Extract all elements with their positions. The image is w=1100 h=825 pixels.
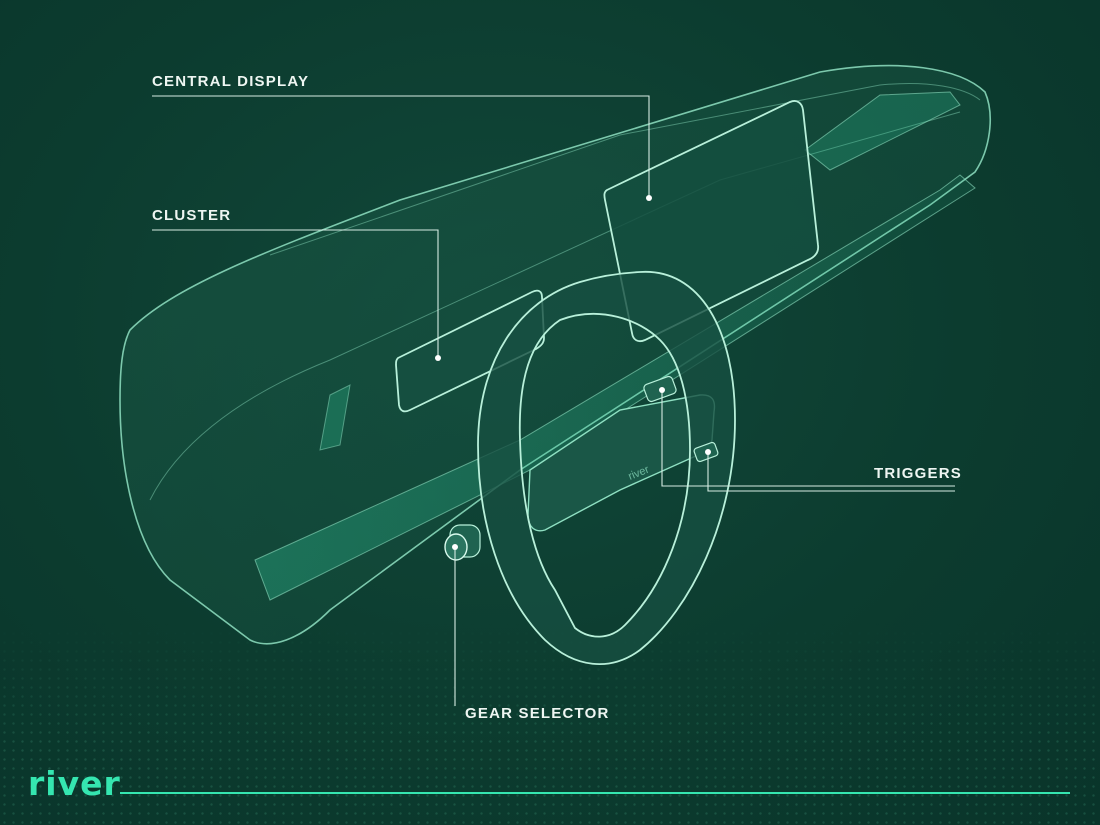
left-vent [319, 384, 351, 451]
right-vent [804, 91, 961, 171]
leader-triggers-lower [707, 452, 955, 492]
label-gear-selector: GEAR SELECTOR [465, 705, 610, 722]
footer-rule [120, 792, 1070, 794]
label-central-display: CENTRAL DISPLAY [152, 73, 310, 90]
river-logo: river [28, 764, 121, 803]
leader-triggers-upper [661, 390, 955, 487]
dot-central-display [646, 195, 652, 201]
dashboard-top-ridge [269, 83, 981, 256]
dot-gear-selector [452, 544, 458, 550]
dotted-texture [0, 620, 1100, 825]
leader-cluster [152, 229, 439, 358]
leader-lines [152, 95, 955, 706]
cluster-screen [395, 289, 545, 413]
leader-central-display [152, 95, 650, 198]
gear-selector-knob [444, 524, 481, 561]
dot-trigger-left [659, 387, 665, 393]
label-triggers: TRIGGERS [874, 465, 962, 482]
label-cluster: CLUSTER [152, 207, 232, 224]
dot-cluster [435, 355, 441, 361]
lower-trim-strip [254, 174, 976, 601]
dot-trigger-right [705, 449, 711, 455]
dashboard-contour [149, 111, 961, 501]
steering-wheel-rim [477, 271, 736, 665]
